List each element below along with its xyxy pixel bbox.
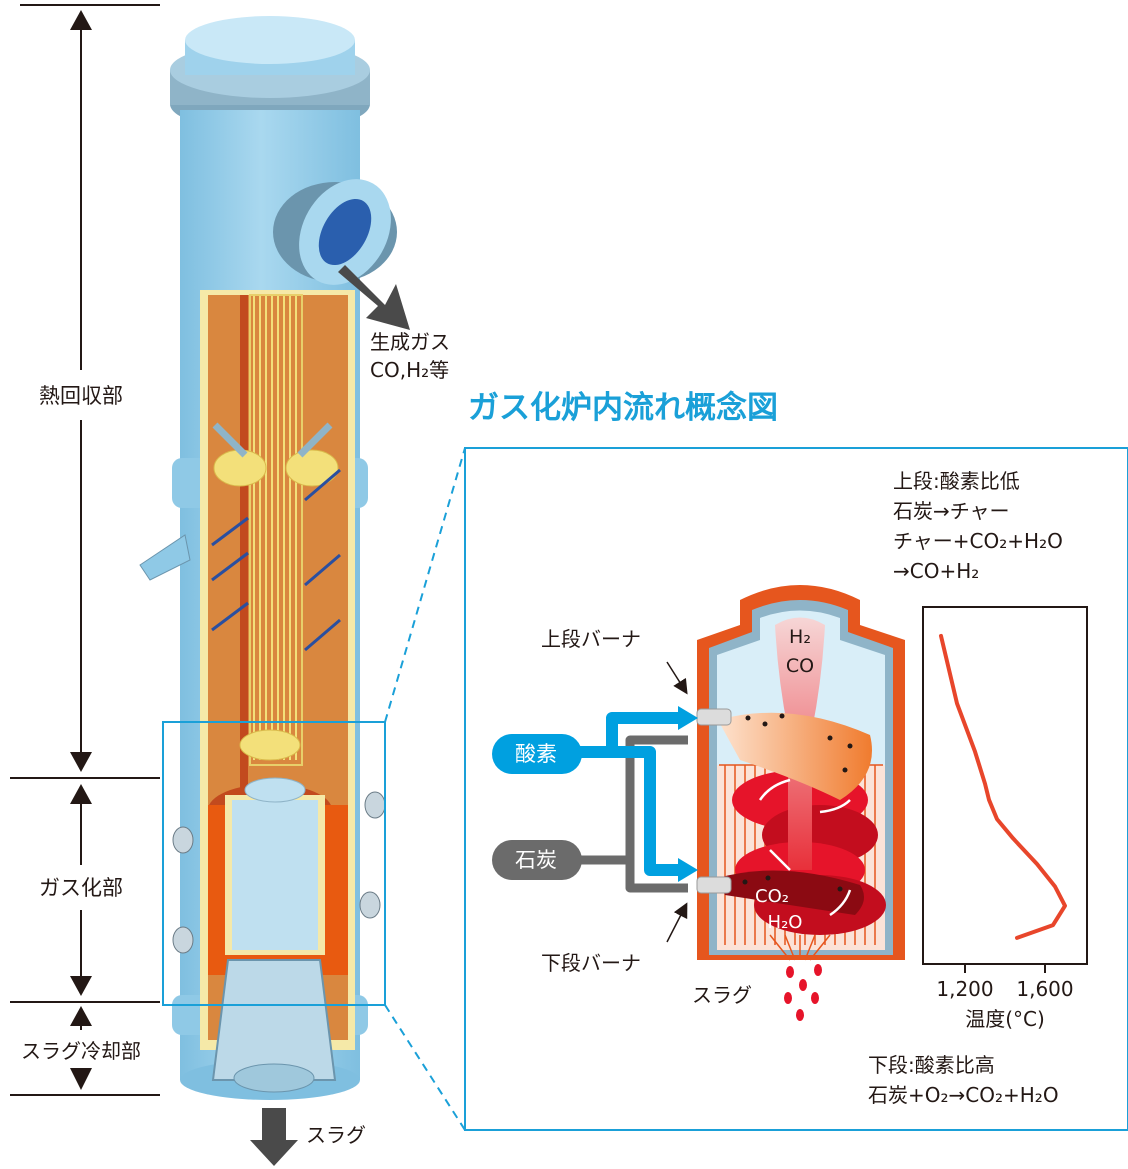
- label-slag-cooling: スラグ冷却部: [21, 1039, 141, 1063]
- species-bottom-2: H₂O: [768, 912, 803, 933]
- upper-burner-label: 上段バーナ: [541, 627, 641, 651]
- furnace-cross-section: [697, 585, 905, 1021]
- gas-outlet-label-2: CO,H₂等: [370, 358, 449, 382]
- temp-axis-label: 温度(°C): [965, 1007, 1045, 1031]
- gas-outlet-label-1: 生成ガス: [370, 330, 450, 354]
- lower-stage-line2: 石炭+O₂→CO₂+H₂O: [868, 1083, 1059, 1107]
- slag-outlet-label: スラグ: [306, 1123, 366, 1147]
- lower-stage-line1: 下段:酸素比高: [868, 1053, 995, 1077]
- oxygen-label: 酸素: [515, 742, 557, 766]
- upper-stage-line3: チャー+CO₂+H₂O: [893, 529, 1063, 553]
- label-gasification: ガス化部: [39, 876, 123, 900]
- lower-burner-label: 下段バーナ: [541, 951, 641, 975]
- coal-label: 石炭: [515, 848, 557, 872]
- species-top-2: CO: [786, 655, 814, 677]
- upper-stage-line1: 上段:酸素比低: [893, 469, 1020, 493]
- concept-title: ガス化炉内流れ概念図: [468, 390, 778, 426]
- species-top-1: H₂: [789, 626, 811, 648]
- species-bottom-1: CO₂: [755, 886, 789, 907]
- upper-stage-line2: 石炭→チャー: [893, 499, 1010, 523]
- section-dimension-lines: [10, 5, 160, 1095]
- slag-outlet-arrow: [250, 1108, 298, 1166]
- temp-tick-1200: 1,200: [936, 977, 993, 1001]
- gasifier-vessel: [140, 16, 409, 1100]
- slag-label: スラグ: [692, 983, 752, 1007]
- label-heat-recovery: 熱回収部: [39, 384, 123, 408]
- temp-tick-1600: 1,600: [1016, 977, 1073, 1001]
- upper-stage-line4: →CO+H₂: [893, 559, 979, 583]
